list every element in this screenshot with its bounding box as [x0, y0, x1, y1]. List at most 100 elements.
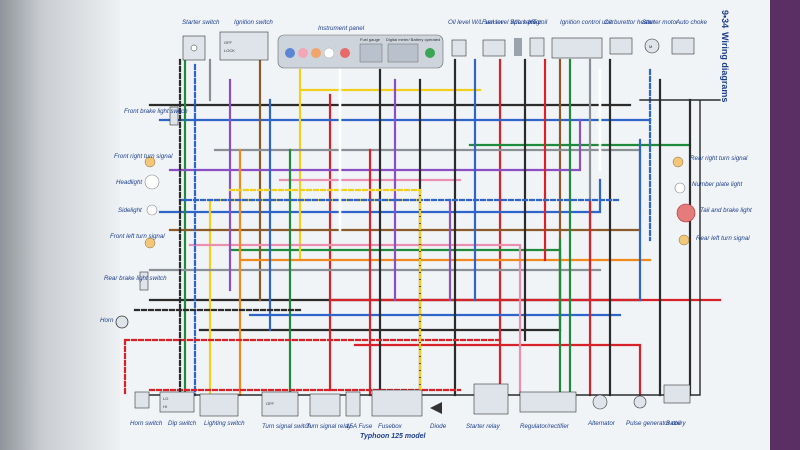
instrument-panel: Instrument panel Fuel gauge Digital mete… [277, 25, 444, 69]
front-brake-light-switch: Front brake light switch [124, 106, 188, 126]
horn-icon [115, 315, 129, 329]
svg-text:Oil level W/L sensor: Oil level W/L sensor [448, 19, 504, 26]
section-title: Wiring diagrams [720, 32, 730, 102]
ht-coil: HT coil [528, 19, 548, 57]
svg-text:Rear right turn signal: Rear right turn signal [690, 155, 748, 162]
carburettor-heater: Carburettor heater [604, 19, 655, 55]
dip-switch: LO HI Dip switch [159, 391, 197, 427]
front-right-turn-signal: Front right turn signal [114, 153, 173, 168]
turn-signal-relay: Turn signal relay [306, 393, 352, 430]
svg-text:Pulse generator coil: Pulse generator coil [626, 420, 681, 427]
wire-orange-main [238, 148, 652, 397]
svg-text:Digital meter/ Battery operate: Digital meter/ Battery operated [386, 37, 440, 42]
regulator-rectifier: Regulator/rectifier [519, 391, 577, 430]
page-header: 9•34 Wiring diagrams [720, 10, 730, 102]
svg-text:HI: HI [163, 404, 167, 409]
svg-text:Front right turn signal: Front right turn signal [114, 153, 173, 160]
svg-text:Tail and brake light: Tail and brake light [700, 207, 752, 214]
book-spine [0, 0, 120, 450]
svg-text:Carburettor heater: Carburettor heater [604, 19, 655, 26]
svg-text:Ignition switch: Ignition switch [234, 19, 273, 26]
rear-left-turn-signal: Rear left turn signal [678, 234, 750, 246]
svg-text:Auto choke: Auto choke [675, 19, 708, 26]
switch-icon [190, 44, 198, 52]
svg-text:M: M [649, 44, 652, 49]
spark-plug: Spark plug [510, 19, 540, 56]
svg-text:Starter relay: Starter relay [466, 423, 501, 430]
oil-level-sensor: Oil level W/L sensor [448, 19, 504, 57]
svg-text:Instrument panel: Instrument panel [318, 25, 365, 32]
wire-harness [123, 38, 722, 397]
svg-text:Dip switch: Dip switch [168, 420, 197, 427]
svg-text:Rear left turn signal: Rear left turn signal [696, 235, 750, 242]
svg-text:Regulator/rectifier: Regulator/rectifier [520, 423, 570, 430]
bulb-icon [678, 234, 690, 246]
svg-text:Fuel level W/L sensor: Fuel level W/L sensor [482, 19, 542, 26]
wire-blue-main [158, 118, 652, 317]
headlight: Headlight [116, 174, 160, 190]
digital-meter [387, 43, 419, 63]
wire-dashed-red [123, 338, 502, 397]
fuse-15a: 15A Fuse [345, 391, 373, 430]
wire-dashed-yellow [228, 188, 422, 397]
bulb-icon [144, 174, 160, 190]
svg-text:HT coil: HT coil [528, 19, 548, 26]
number-plate-light: Number plate light [674, 181, 742, 194]
ign-lock-label: LOCK [224, 48, 235, 53]
wire-yellow-main [208, 68, 482, 397]
svg-text:Lighting switch: Lighting switch [204, 420, 245, 427]
front-left-turn-signal: Front left turn signal [110, 233, 165, 249]
battery: Battery [663, 384, 691, 427]
svg-text:Starter motor: Starter motor [642, 19, 679, 26]
bulb-icon [298, 48, 308, 58]
lighting-switch: Lighting switch [199, 393, 245, 427]
ign-off-label: OFF [224, 40, 233, 45]
svg-text:OFF: OFF [266, 401, 275, 406]
wire-ground-earth [149, 99, 721, 396]
bulb-icon [323, 47, 335, 59]
svg-text:Rear brake light switch: Rear brake light switch [104, 275, 167, 282]
bulb-icon [285, 48, 295, 58]
bulb-icon [144, 237, 156, 249]
bulb-icon [311, 48, 321, 58]
fusebox: Fusebox [371, 389, 423, 430]
wire-violet-main [168, 78, 582, 292]
svg-text:Horn: Horn [100, 317, 114, 324]
svg-text:Starter switch: Starter switch [182, 19, 220, 26]
sidelight: Sidelight [118, 204, 158, 216]
motor-icon [644, 38, 660, 54]
svg-text:Battery: Battery [666, 420, 687, 427]
starter-relay: Starter relay [466, 383, 509, 430]
pulse-generator-coil: Pulse generator coil [626, 395, 681, 427]
svg-text:Fuel gauge: Fuel gauge [360, 37, 381, 42]
svg-text:Front left turn signal: Front left turn signal [110, 233, 165, 240]
svg-text:Headlight: Headlight [116, 179, 142, 186]
bulb-icon [146, 204, 158, 216]
wire-violet-verticals [393, 78, 452, 302]
auto-choke: Auto choke [671, 19, 708, 55]
alternator: Alternator [587, 394, 616, 427]
bulb-icon [425, 48, 435, 58]
turn-signal-switch: OFF Turn signal switch [261, 391, 312, 430]
fuel-level-sensor: Fuel level W/L sensor [482, 19, 542, 57]
svg-text:Alternator: Alternator [587, 420, 616, 427]
page-number: 9•34 [720, 10, 730, 28]
wire-white-runs [338, 58, 602, 232]
rear-brake-light-switch: Rear brake light switch [104, 271, 167, 291]
svg-text:Number plate light: Number plate light [692, 181, 742, 188]
svg-text:Turn signal relay: Turn signal relay [306, 423, 352, 430]
ignition-control-unit: Ignition control unit [551, 19, 612, 59]
ignition-switch: OFF LOCK Ignition switch [219, 19, 273, 61]
svg-text:Front brake light switch: Front brake light switch [124, 108, 188, 115]
horn: Horn [100, 315, 129, 329]
bulb-icon [340, 48, 350, 58]
diagram-title: Typhoon 125 model [360, 433, 427, 440]
svg-text:LO: LO [163, 396, 168, 401]
svg-text:Ignition control unit: Ignition control unit [560, 19, 612, 26]
svg-text:Turn signal switch: Turn signal switch [262, 423, 312, 430]
diode: Diode [430, 402, 447, 430]
wire-dashed-black [133, 58, 302, 397]
wire-blue-verticals [268, 58, 642, 332]
